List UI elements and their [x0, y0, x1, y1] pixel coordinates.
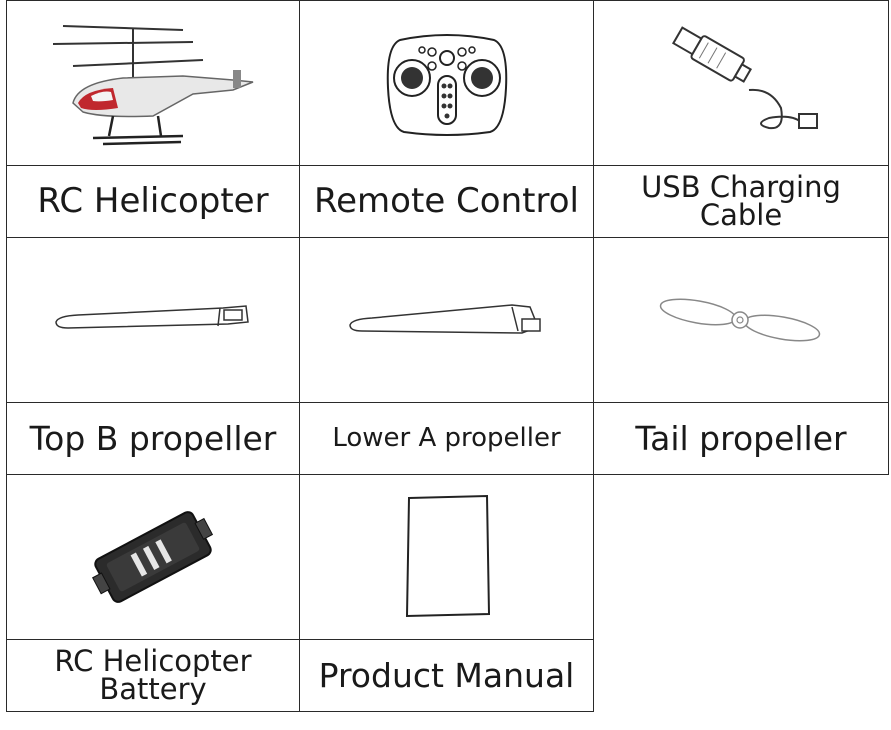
- item-label: Tail propeller: [635, 418, 847, 458]
- cell-usb-cable-image: [593, 0, 889, 166]
- item-label-line1: RC Helicopter: [54, 643, 252, 678]
- cell-top-propeller-image: [6, 237, 300, 403]
- helicopter-icon: [52, 25, 254, 146]
- tail-propeller-icon: [659, 298, 821, 342]
- cell-remote-control-image: [299, 0, 594, 166]
- cell-lower-propeller-image: [299, 237, 594, 403]
- battery-icon: [92, 511, 214, 603]
- item-label-line1: USB Charging: [641, 169, 841, 204]
- cell-lower-propeller-label: Lower A propeller: [299, 402, 594, 475]
- cell-battery-image: [6, 474, 300, 640]
- cell-tail-propeller-image: [593, 237, 889, 403]
- top-propeller-icon: [55, 305, 249, 329]
- item-label: RC Helicopter: [37, 181, 269, 222]
- cell-manual-label: Product Manual: [299, 639, 594, 712]
- cell-helicopter-image: [6, 0, 300, 166]
- cell-battery-label: RC Helicopter Battery: [6, 639, 300, 712]
- cell-helicopter-label: RC Helicopter: [6, 165, 300, 238]
- item-label-line2: Cable: [699, 197, 783, 232]
- remote-control-icon: [386, 34, 507, 136]
- cell-remote-control-label: Remote Control: [299, 165, 594, 238]
- cell-tail-propeller-label: Tail propeller: [593, 402, 889, 475]
- manual-icon: [405, 494, 490, 618]
- item-label: Top B propeller: [29, 418, 277, 458]
- cell-usb-cable-label: USB Charging Cable: [593, 165, 889, 238]
- usb-cable-icon: [671, 26, 818, 130]
- cell-top-propeller-label: Top B propeller: [6, 402, 300, 475]
- item-label-line2: Battery: [99, 671, 207, 706]
- item-label: Remote Control: [314, 181, 579, 222]
- cell-manual-image: [299, 474, 594, 640]
- item-label: Product Manual: [318, 655, 575, 695]
- lower-propeller-icon: [348, 304, 541, 334]
- item-label: Lower A propeller: [332, 423, 561, 454]
